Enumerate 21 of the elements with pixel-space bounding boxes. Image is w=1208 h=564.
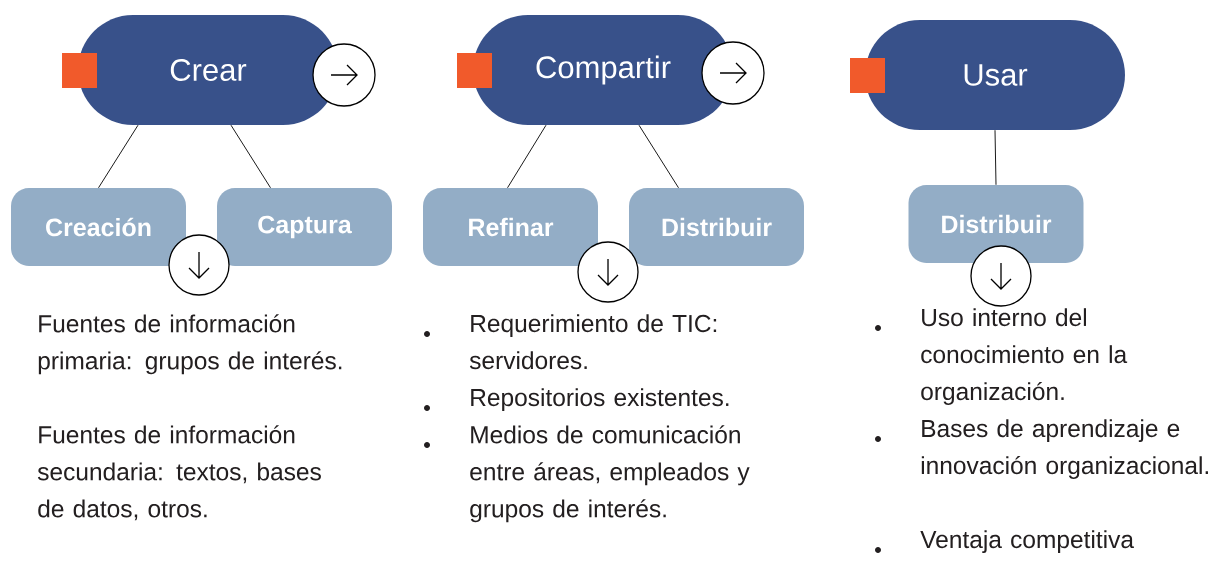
body-text: Uso interno del conocimiento en la organización.	[921, 308, 1128, 406]
step-box: Captura	[217, 188, 392, 266]
connector-line	[98, 124, 139, 189]
body-text: Requerimiento de TIC: servidores.	[469, 314, 717, 370]
body-text: Fuentes de información primaria: grupos de interés.	[38, 314, 342, 375]
stage-pill: Crear	[78, 15, 338, 125]
body-text: Repositorios existentes.	[471, 388, 729, 412]
step-box: Distribuir	[629, 188, 804, 266]
body-text: Fuentes de información secundaria: textos, bases de datos, otros.	[37, 425, 321, 521]
step-box: Creación	[11, 188, 186, 266]
stage-pill: Usar	[865, 20, 1125, 130]
connector-line	[638, 124, 679, 189]
body-text: Medios de comunicación entre áreas, empleados y grupos de interés.	[470, 425, 750, 523]
body-text: Ventaja competitiva	[920, 530, 1134, 554]
body-text: Bases de aprendizaje e innovación organizacional.	[921, 419, 1208, 480]
stage-pill: Compartir	[473, 15, 733, 125]
step-box: Refinar	[423, 188, 598, 266]
step-box: Distribuir	[908, 185, 1084, 263]
connector-line	[507, 124, 547, 189]
connector-line	[230, 124, 271, 189]
connector-line	[994, 129, 997, 186]
